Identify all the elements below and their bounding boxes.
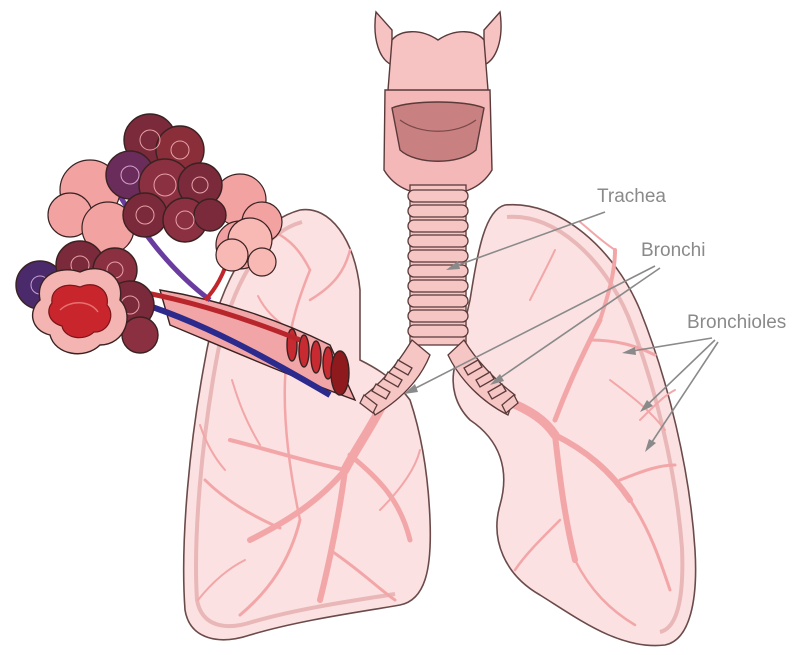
label-trachea: Trachea — [597, 186, 666, 207]
right-lung — [453, 205, 695, 646]
alveolus-cross-section — [33, 269, 127, 354]
larynx — [375, 12, 501, 195]
label-bronchioles: Bronchioles — [687, 312, 786, 333]
alveolar-sacs-upper — [106, 114, 226, 242]
label-bronchi: Bronchi — [641, 240, 705, 261]
